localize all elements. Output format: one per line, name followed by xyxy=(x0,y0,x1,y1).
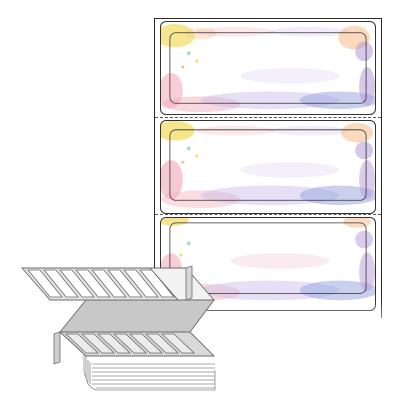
watercolor-border-art xyxy=(161,218,375,302)
watercolor-label-2 xyxy=(160,120,376,214)
stack-edges xyxy=(83,352,216,391)
watercolor-label-1 xyxy=(160,21,376,115)
perforation-line xyxy=(155,117,381,118)
watercolor-border-art xyxy=(161,23,375,113)
perforation-line xyxy=(155,214,381,215)
watercolor-border-art xyxy=(161,121,375,209)
